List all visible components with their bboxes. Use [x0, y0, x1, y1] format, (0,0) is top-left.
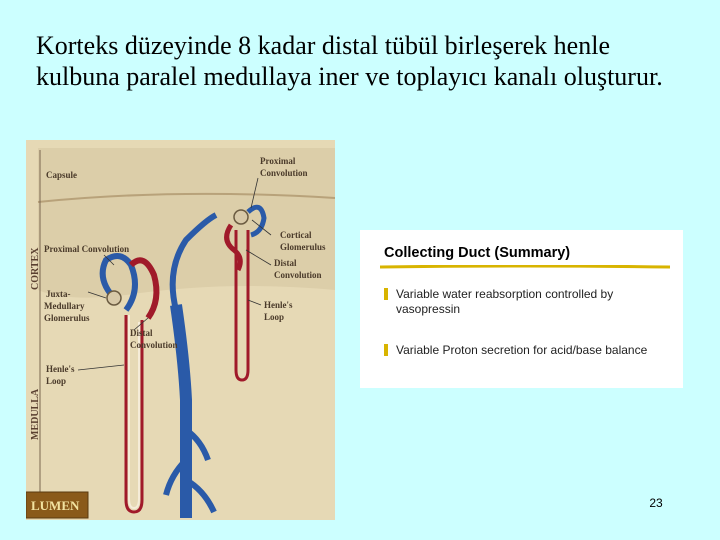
label-juxta-2: Medullary: [44, 301, 85, 311]
proximal-tubule-left: [99, 253, 138, 312]
label-proximal-convolution-top-1: Proximal: [260, 156, 296, 166]
cortex-region: [38, 148, 335, 298]
henle-loop-left-inner: [128, 315, 140, 510]
bullet-item: Variable water reabsorption controlled b…: [384, 287, 674, 317]
label-henles-loop-left-1: Henle's: [46, 364, 75, 374]
cortical-glomerulus: [233, 209, 249, 225]
summary-title-sub: (Summary): [494, 245, 571, 261]
bullet-item: Variable Proton secretion for acid/base …: [384, 343, 674, 358]
upper-duct: [169, 212, 218, 311]
lumen-logo-text: LUMEN: [31, 498, 80, 513]
distal-tubule-left: [128, 257, 160, 320]
juxta-glomerulus: [106, 290, 122, 306]
collecting-duct: [170, 304, 193, 518]
label-juxta-3: Glomerulus: [44, 313, 90, 323]
nephron-illustration: Capsule Proximal Convolution Cortical Gl…: [26, 140, 335, 520]
label-capsule: Capsule: [46, 170, 77, 180]
henle-loop-right: [234, 230, 250, 382]
label-cortical-glomerulus-1: Cortical: [280, 230, 312, 240]
slide-title: Korteks düzeyinde 8 kadar distal tübül b…: [36, 31, 663, 91]
page-number: 23: [649, 496, 663, 510]
summary-title: Collecting Duct (Summary): [384, 245, 570, 261]
label-cortex: CORTEX: [30, 247, 41, 290]
duct-branches: [163, 427, 217, 514]
label-henles-loop-left-2: Loop: [46, 376, 66, 386]
label-medulla: MEDULLA: [30, 388, 41, 440]
label-distal-convolution-lower-1: Distal: [130, 328, 153, 338]
label-henles-loop-right-1: Henle's: [264, 300, 293, 310]
title-underline: [380, 265, 670, 269]
bullet-text: Variable water reabsorption controlled b…: [396, 287, 614, 316]
label-distal-convolution-lower-2: Convolution: [130, 340, 178, 350]
label-distal-convolution-right-1: Distal: [274, 258, 297, 268]
bullet-marker: [384, 344, 388, 356]
distal-tubule-right: [224, 223, 243, 272]
bullet-text: Variable Proton secretion for acid/base …: [396, 343, 648, 357]
henle-loop-left: [124, 315, 144, 514]
proximal-tubule-right: [246, 204, 267, 238]
capsule-line: [37, 192, 335, 203]
label-proximal-convolution-top-2: Convolution: [260, 168, 308, 178]
label-distal-convolution-right-2: Convolution: [274, 270, 322, 280]
lumen-logo: [26, 491, 89, 519]
label-cortical-glomerulus-2: Glomerulus: [280, 242, 326, 252]
bullet-marker: [384, 288, 388, 300]
summary-box: Collecting Duct (Summary) Variable water…: [360, 230, 683, 388]
label-proximal-convolution-left: Proximal Convolution: [44, 244, 129, 254]
label-henles-loop-right-2: Loop: [264, 312, 284, 322]
nephron-diagram: Capsule Proximal Convolution Cortical Gl…: [26, 140, 335, 520]
label-juxta-1: Juxta-: [46, 289, 71, 299]
summary-title-main: Collecting Duct: [384, 245, 491, 261]
